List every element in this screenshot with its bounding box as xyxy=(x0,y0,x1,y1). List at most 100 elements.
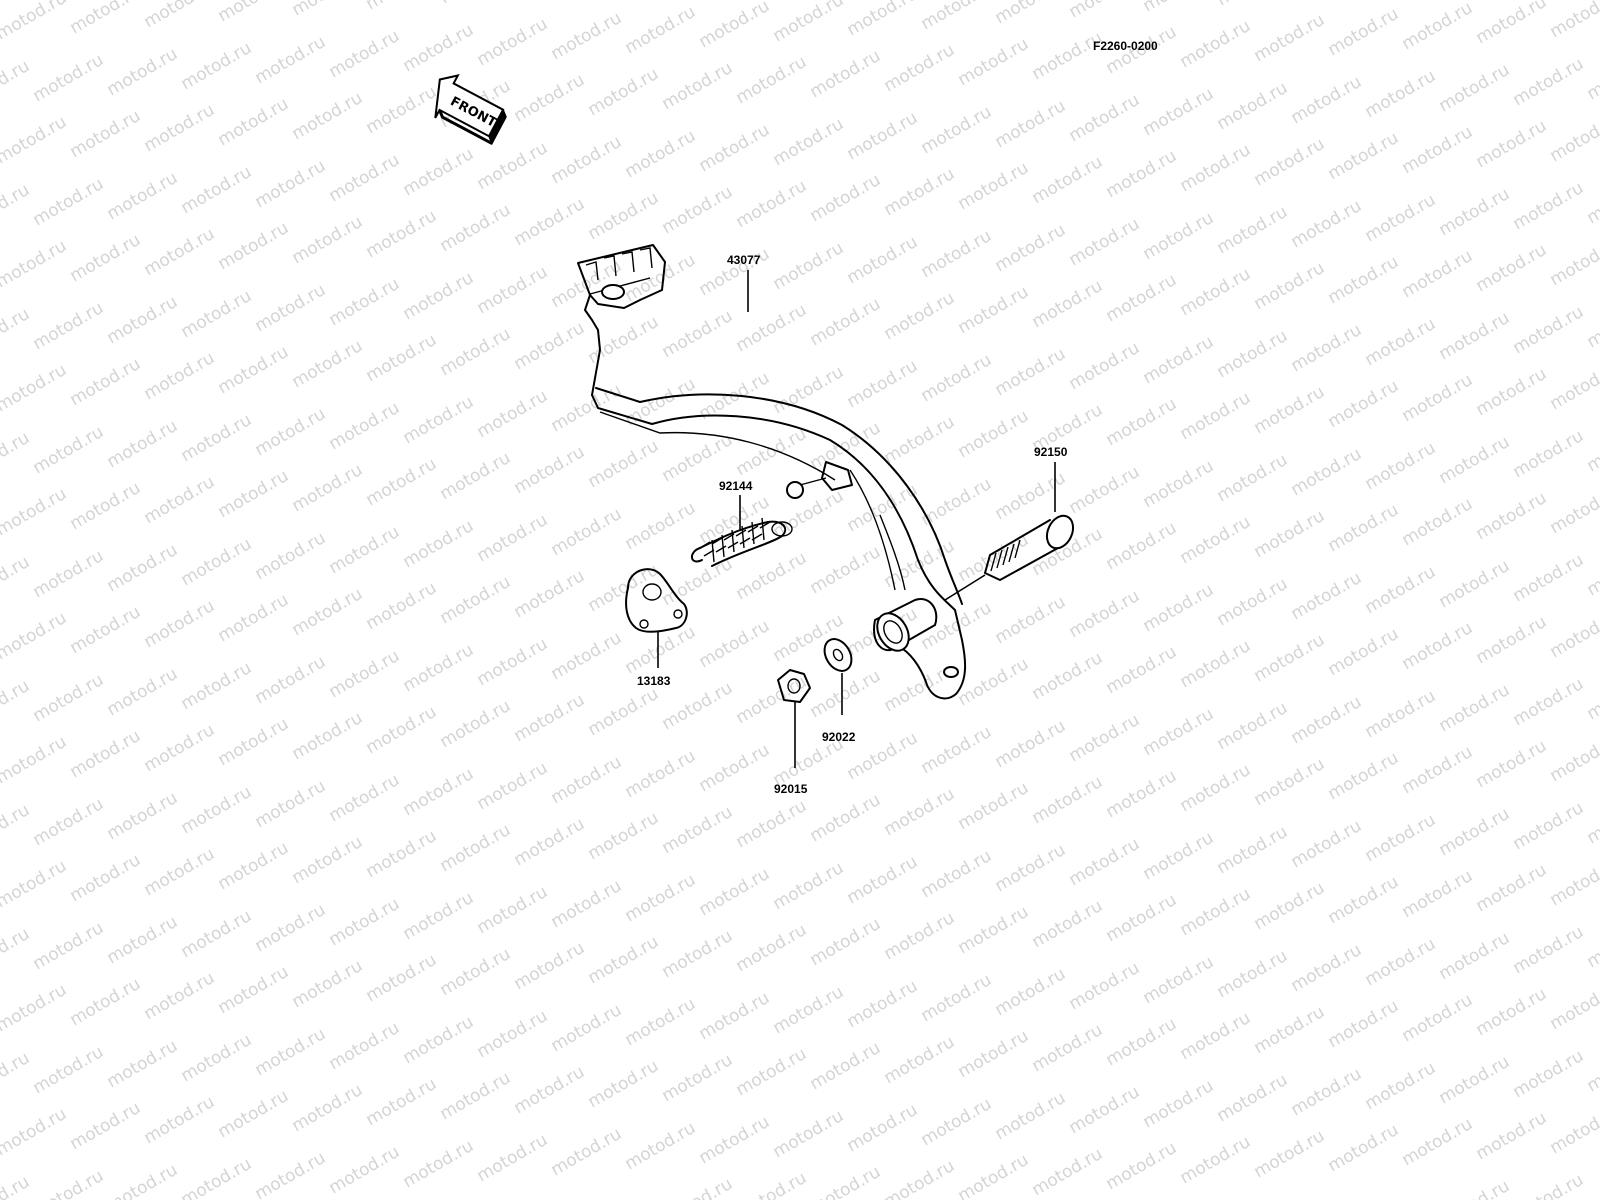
watermark-text: motod.ru xyxy=(400,1012,478,1068)
watermark-text: motod.ru xyxy=(992,468,1070,524)
watermark-text: motod.ru xyxy=(1436,1176,1514,1200)
watermark-text: motod.ru xyxy=(104,292,182,348)
watermark-text: motod.ru xyxy=(215,838,293,894)
watermark-text: motod.ru xyxy=(1362,66,1440,122)
watermark-text: motod.ru xyxy=(67,106,145,162)
watermark-text: motod.ru xyxy=(1510,674,1588,730)
watermark-text: motod.ru xyxy=(1029,772,1107,828)
watermark-text: motod.ru xyxy=(1325,748,1403,804)
watermark-text: motod.ru xyxy=(807,914,885,970)
watermark-text: motod.ru xyxy=(1547,0,1600,42)
watermark-text: motod.ru xyxy=(363,950,441,1006)
watermark-text: motod.ru xyxy=(1214,78,1292,134)
watermark-text: motod.ru xyxy=(585,436,663,492)
watermark-text: motod.ru xyxy=(1103,270,1181,326)
watermark-text: motod.ru xyxy=(1584,1164,1600,1200)
watermark-text: motod.ru xyxy=(178,658,256,714)
watermark-text: motod.ru xyxy=(30,794,108,850)
part-number-92150: 92150 xyxy=(1034,445,1068,459)
watermark-text: motod.ru xyxy=(252,900,330,956)
watermark-text: motod.ru xyxy=(1214,698,1292,754)
watermark-text: motod.ru xyxy=(1399,122,1477,178)
watermark-text: motod.ru xyxy=(955,778,1033,834)
watermark-text: motod.ru xyxy=(1325,252,1403,308)
washer-part xyxy=(823,638,853,715)
watermark-text: motod.ru xyxy=(0,236,70,292)
watermark-text: motod.ru xyxy=(1029,896,1107,952)
watermark-text: motod.ru xyxy=(1399,866,1477,922)
watermark-text: motod.ru xyxy=(0,112,70,168)
watermark-text: motod.ru xyxy=(326,398,404,454)
watermark-text: motod.ru xyxy=(659,926,737,982)
watermark-text: motod.ru xyxy=(511,1062,589,1118)
watermark-text: motod.ru xyxy=(1584,48,1600,104)
watermark-text: motod.ru xyxy=(733,920,811,976)
watermark-text: motod.ru xyxy=(400,144,478,200)
watermark-text: motod.ru xyxy=(1177,760,1255,816)
watermark-text: motod.ru xyxy=(1140,456,1218,512)
watermark-text: motod.ru xyxy=(141,100,219,156)
watermark-text: motod.ru xyxy=(474,882,552,938)
watermark-text: motod.ru xyxy=(363,1074,441,1130)
watermark-text: motod.ru xyxy=(585,808,663,864)
watermark-text: motod.ru xyxy=(0,924,33,980)
watermark-text: motod.ru xyxy=(1288,320,1366,376)
watermark-text: motod.ru xyxy=(1399,494,1477,550)
watermark-text: motod.ru xyxy=(548,8,626,64)
watermark-text: motod.ru xyxy=(437,820,515,876)
watermark-text: motod.ru xyxy=(1251,630,1329,686)
watermark-text: motod.ru xyxy=(696,492,774,548)
watermark-text: motod.ru xyxy=(1177,264,1255,320)
watermark-text: motod.ru xyxy=(1473,364,1551,420)
watermark-text: motod.ru xyxy=(992,96,1070,152)
watermark-text: motod.ru xyxy=(918,102,996,158)
watermark-text: motod.ru xyxy=(215,962,293,1018)
watermark-text: motod.ru xyxy=(104,168,182,224)
watermark-text: motod.ru xyxy=(992,344,1070,400)
watermark-text: motod.ru xyxy=(1547,978,1600,1034)
watermark-text: motod.ru xyxy=(104,1160,182,1200)
watermark-text: motod.ru xyxy=(1251,258,1329,314)
watermark-text: motod.ru xyxy=(215,0,293,26)
watermark-text: motod.ru xyxy=(1510,1170,1588,1200)
watermark-text: motod.ru xyxy=(844,108,922,164)
watermark-text: motod.ru xyxy=(807,542,885,598)
watermark-text: motod.ru xyxy=(289,460,367,516)
watermark-text: motod.ru xyxy=(1140,1076,1218,1132)
watermark-text: motod.ru xyxy=(622,870,700,926)
watermark-text: motod.ru xyxy=(659,182,737,238)
plate-part xyxy=(625,568,688,668)
watermark-text: motod.ru xyxy=(696,1112,774,1168)
watermark-text: motod.ru xyxy=(1251,878,1329,934)
watermark-text: motod.ru xyxy=(1436,556,1514,612)
watermark-text: motod.ru xyxy=(0,552,33,608)
watermark-text: motod.ru xyxy=(992,840,1070,896)
watermark-text: motod.ru xyxy=(1140,0,1218,16)
watermark-text: motod.ru xyxy=(733,1168,811,1200)
watermark-text: motod.ru xyxy=(1547,854,1600,910)
part-number-92144: 92144 xyxy=(719,479,753,493)
watermark-text: motod.ru xyxy=(400,516,478,572)
watermark-text: motod.ru xyxy=(326,894,404,950)
watermark-text: motod.ru xyxy=(696,740,774,796)
watermark-text: motod.ru xyxy=(844,0,922,40)
watermark-text: motod.ru xyxy=(1325,1120,1403,1176)
watermark-text: motod.ru xyxy=(178,1154,256,1200)
watermark-text: motod.ru xyxy=(1584,172,1600,228)
watermark-text: motod.ru xyxy=(733,424,811,480)
watermark-text: motod.ru xyxy=(955,406,1033,462)
watermark-text: motod.ru xyxy=(1251,134,1329,190)
watermark-text: motod.ru xyxy=(400,20,478,76)
watermark-text: motod.ru xyxy=(696,616,774,672)
watermark-text: motod.ru xyxy=(511,814,589,870)
watermark-text: motod.ru xyxy=(585,932,663,988)
watermark-text: motod.ru xyxy=(1547,482,1600,538)
watermark-text: motod.ru xyxy=(67,726,145,782)
watermark-text: motod.ru xyxy=(1066,0,1144,22)
watermark-text: motod.ru xyxy=(622,1118,700,1174)
watermark-text: motod.ru xyxy=(1140,828,1218,884)
watermark-text: motod.ru xyxy=(326,274,404,330)
watermark-text: motod.ru xyxy=(955,1150,1033,1200)
watermark-text: motod.ru xyxy=(770,238,848,294)
